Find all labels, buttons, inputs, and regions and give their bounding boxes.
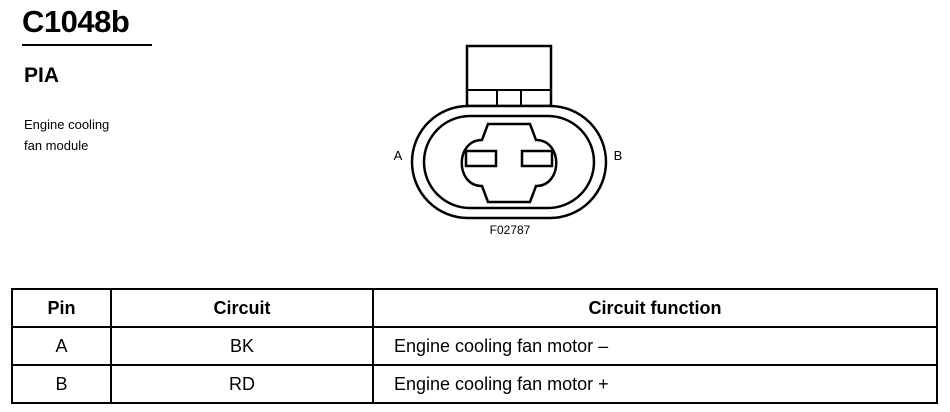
description-line-2: fan module [24,138,89,153]
terminal-a [464,149,498,168]
table-row: A BK Engine cooling fan motor – [11,326,938,366]
category-label: PIA [24,64,60,87]
cell-circuit: RD [110,364,374,404]
header-pin: Pin [11,288,112,328]
description-line-1: Engine cooling [24,117,110,132]
connector-diagram: A B F02787 [394,44,623,237]
figure-code: F02787 [490,223,531,237]
title-underline [22,44,152,46]
header-function: Circuit function [372,288,938,328]
terminal-b [520,149,554,168]
cell-pin: A [11,326,112,366]
header-circuit: Circuit [110,288,374,328]
locking-tab [465,44,553,108]
connector-description: Engine cooling fan module [24,114,109,156]
pin-table: Pin Circuit Circuit function A BK Engine… [11,288,938,404]
cell-pin: B [11,364,112,404]
pin-label-a: A [394,148,403,163]
table-row: B RD Engine cooling fan motor + [11,364,938,404]
cell-function: Engine cooling fan motor + [372,364,938,404]
cell-function: Engine cooling fan motor – [372,326,938,366]
cell-circuit: BK [110,326,374,366]
table-header-row: Pin Circuit Circuit function [11,288,938,328]
pin-label-b: B [614,148,623,163]
connector-id: C1048b [22,4,130,39]
